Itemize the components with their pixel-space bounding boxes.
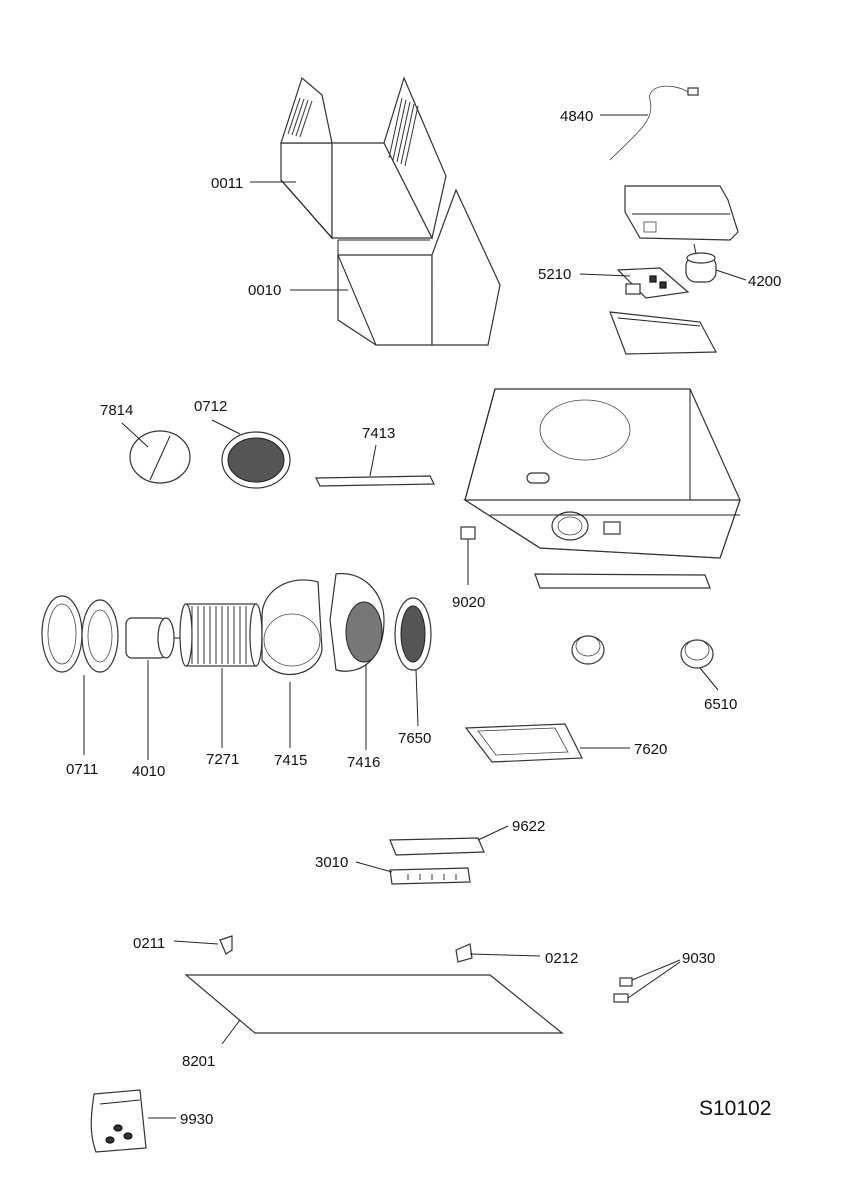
part-electronics-housing: [624, 185, 739, 241]
label-7415: 7415: [274, 752, 307, 769]
part-3010-light-module: [355, 861, 471, 885]
label-6510: 6510: [704, 696, 737, 713]
part-control-strip: [534, 573, 711, 589]
part-0211-bracket: [173, 935, 233, 955]
label-0711: 0711: [66, 761, 98, 778]
label-7650: 7650: [398, 730, 431, 747]
part-4840-power-cable: [609, 85, 699, 161]
part-9622-light-cover: [389, 825, 509, 856]
part-5210-circuit-board: [616, 267, 690, 299]
label-0010: 0010: [248, 282, 281, 299]
part-4010-motor: [125, 617, 180, 760]
part-0011-upper-chimney: [280, 76, 447, 240]
part-7415-housing: [261, 579, 323, 748]
part-8201-glass-panel: [184, 974, 564, 1045]
part-9020-clip: [460, 526, 476, 585]
label-0712: 0712: [194, 398, 227, 415]
part-7814-flap: [121, 422, 191, 484]
label-4200: 4200: [748, 273, 781, 290]
label-9930: 9930: [180, 1111, 213, 1128]
part-labels: 0011 0010 4840 5210 4200 7814 0712 7413 …: [66, 108, 781, 1128]
label-8201: 8201: [182, 1053, 215, 1070]
label-5210: 5210: [538, 266, 571, 283]
label-9020: 9020: [452, 594, 485, 611]
part-motor-plate: [81, 599, 119, 673]
part-0212-bracket: [455, 943, 541, 963]
label-7271: 7271: [206, 751, 239, 768]
label-9622: 9622: [512, 818, 545, 835]
part-hood-body: [462, 388, 741, 559]
part-electronics-cover: [609, 311, 717, 355]
label-0212: 0212: [545, 950, 578, 967]
label-7413: 7413: [362, 425, 395, 442]
part-7271-blower-wheel: [179, 603, 263, 748]
part-9030-clips: [613, 959, 681, 1003]
label-9030: 9030: [682, 950, 715, 967]
label-0211: 0211: [133, 935, 165, 952]
label-7814: 7814: [100, 402, 133, 419]
part-6510-knobs: [571, 635, 719, 691]
document-code: S10102: [699, 1097, 771, 1120]
label-0011: 0011: [211, 175, 243, 192]
part-7650-ring: [394, 597, 432, 727]
label-4840: 4840: [560, 108, 593, 125]
part-0712-round-filter: [211, 419, 291, 489]
label-3010: 3010: [315, 854, 348, 871]
part-0711-ring: [41, 595, 85, 755]
part-4200-capacitor: [685, 243, 717, 283]
part-7413-strip: [315, 444, 435, 487]
part-7416-housing: [329, 572, 385, 750]
part-0010-lower-chimney: [337, 188, 501, 346]
part-9930-screw-bag: [90, 1089, 176, 1153]
label-7416: 7416: [347, 754, 380, 771]
label-7620: 7620: [634, 741, 667, 758]
leader-lines: [250, 114, 747, 291]
part-7620-filter-cassette: [464, 723, 630, 763]
label-4010: 4010: [132, 763, 165, 780]
